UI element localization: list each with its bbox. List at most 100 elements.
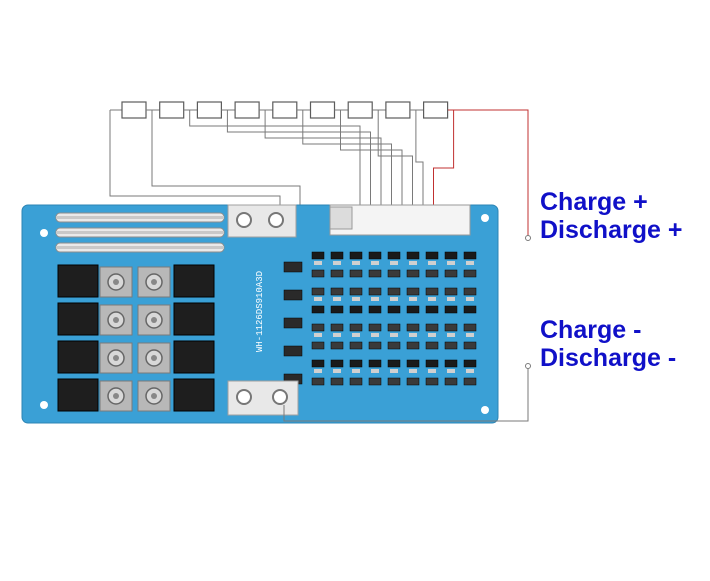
smd-component [311, 305, 325, 314]
smd-pad [447, 333, 455, 337]
smd-pad [314, 369, 322, 373]
screw-center [151, 393, 157, 399]
smd-pad [447, 369, 455, 373]
smd-component [387, 287, 401, 296]
smd-pad [466, 369, 474, 373]
smd-component [425, 305, 439, 314]
smd-pad [409, 261, 417, 265]
negative-lead [283, 368, 529, 422]
smd-component [406, 323, 420, 332]
smd-component [349, 341, 363, 350]
smd-component [387, 377, 401, 386]
smd-component [406, 377, 420, 386]
smd-pad [428, 297, 436, 301]
smd-pad [352, 369, 360, 373]
smd-component [330, 359, 344, 368]
pcb-board: WH-1126DS910A3D [21, 204, 499, 424]
smd-component [368, 305, 382, 314]
smd-pad [447, 297, 455, 301]
smd-component [425, 251, 439, 260]
balance-wire [302, 110, 392, 210]
battery-cell [234, 101, 260, 119]
smd-component [283, 261, 303, 273]
screw-center [151, 317, 157, 323]
mosfet-package [173, 302, 215, 336]
smd-component [330, 305, 344, 314]
mosfet-package [57, 340, 99, 374]
smd-pad [409, 297, 417, 301]
smd-pad [390, 369, 398, 373]
balance-wire [226, 110, 371, 210]
balance-wire [151, 110, 301, 208]
balance-wire [340, 110, 403, 210]
smd-component [311, 287, 325, 296]
smd-component [387, 341, 401, 350]
smd-component [311, 359, 325, 368]
smd-pad [390, 261, 398, 265]
smd-pad [466, 297, 474, 301]
smd-pad [447, 261, 455, 265]
mosfet-package [173, 378, 215, 412]
smd-component [463, 377, 477, 386]
battery-cell [347, 101, 373, 119]
shunt-resistor-highlight [56, 216, 224, 219]
battery-cell [159, 101, 185, 119]
screw-center [113, 355, 119, 361]
screw-center [151, 279, 157, 285]
smd-component [349, 269, 363, 278]
mounting-hole [481, 214, 489, 222]
battery-cell [196, 101, 222, 119]
discharge-positive-label: Discharge + [540, 216, 683, 244]
smd-component [330, 323, 344, 332]
smd-component [444, 305, 458, 314]
battery-cell [423, 101, 449, 119]
smd-component [387, 269, 401, 278]
smd-component [425, 323, 439, 332]
mosfet-package [57, 264, 99, 298]
balance-wire [109, 110, 281, 212]
smd-component [444, 269, 458, 278]
smd-pad [390, 297, 398, 301]
balance-wires [109, 110, 455, 212]
terminal-hole [236, 212, 252, 228]
smd-component [444, 287, 458, 296]
smd-component [368, 251, 382, 260]
smd-component [425, 287, 439, 296]
smd-component [330, 377, 344, 386]
smd-component [311, 377, 325, 386]
smd-component [406, 305, 420, 314]
smd-component [283, 289, 303, 301]
positive-lead [448, 109, 529, 236]
smd-pad [314, 261, 322, 265]
smd-components [283, 251, 477, 386]
smd-component [387, 251, 401, 260]
smd-component [349, 323, 363, 332]
cell-chain [110, 101, 449, 119]
mosfet-package [57, 378, 99, 412]
shunt-resistor-highlight [56, 246, 224, 249]
smd-component [349, 377, 363, 386]
screw-center [151, 355, 157, 361]
balance-wire [377, 110, 413, 210]
smd-component [425, 359, 439, 368]
smd-pad [409, 369, 417, 373]
smd-pad [371, 297, 379, 301]
smd-component [463, 287, 477, 296]
smd-component [283, 317, 303, 329]
terminal-pads-top [227, 204, 297, 238]
mosfet-package [173, 264, 215, 298]
screw-center [113, 393, 119, 399]
smd-component [406, 287, 420, 296]
smd-pad [333, 369, 341, 373]
smd-component [463, 251, 477, 260]
negative-terminal-dot [525, 363, 531, 369]
smd-component [349, 287, 363, 296]
balance-wire [415, 110, 424, 210]
smd-pad [409, 333, 417, 337]
smd-component [463, 323, 477, 332]
balance-connector [329, 204, 471, 236]
smd-pad [333, 297, 341, 301]
smd-component [368, 359, 382, 368]
